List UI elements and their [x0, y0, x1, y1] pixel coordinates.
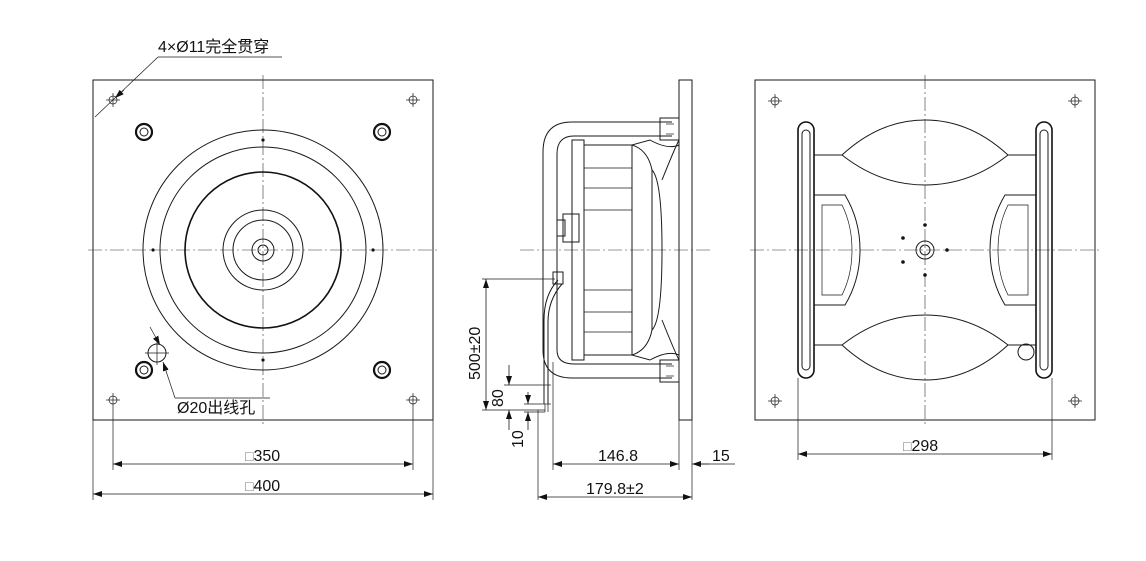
front-plate-label: □400 [245, 478, 280, 495]
cable-hole-callout: Ø20出线孔 [177, 399, 255, 417]
front-pitch-label: □350 [245, 448, 280, 465]
side-depth-label: 146.8 [598, 448, 638, 465]
rear-view [750, 75, 1100, 425]
through-holes [106, 93, 420, 407]
mount-studs [134, 122, 392, 380]
side-view [520, 79, 712, 421]
rear-frame-label: □298 [903, 438, 938, 455]
cable-length-label: 500±20 [467, 327, 484, 380]
cable-end-label: 10 [510, 430, 527, 448]
side-total-label: 179.8±2 [586, 481, 644, 498]
front-view [88, 56, 438, 425]
holes-callout: 4×Ø11完全贯穿 [158, 38, 269, 56]
cable-hole [145, 326, 270, 399]
dimension-lines [92, 278, 1053, 500]
cable-strip-label: 80 [490, 389, 507, 407]
side-plate-label: 15 [712, 448, 730, 465]
